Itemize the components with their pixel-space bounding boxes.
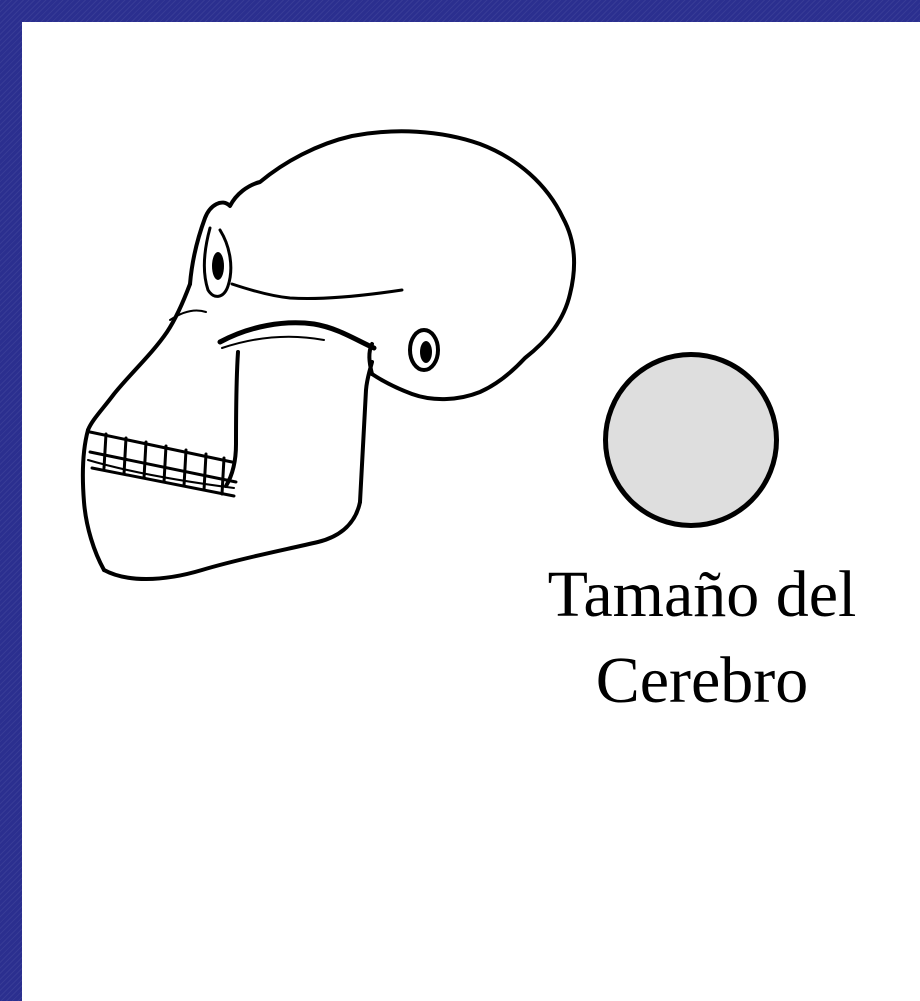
brain-size-circle <box>603 352 779 528</box>
skull-icon <box>22 22 920 1001</box>
caption-line-1: Tamaño del <box>492 552 912 638</box>
caption-line-2: Cerebro <box>492 638 912 724</box>
slide-panel: Tamaño del Cerebro <box>22 22 920 1001</box>
brain-size-caption: Tamaño del Cerebro <box>492 552 912 724</box>
